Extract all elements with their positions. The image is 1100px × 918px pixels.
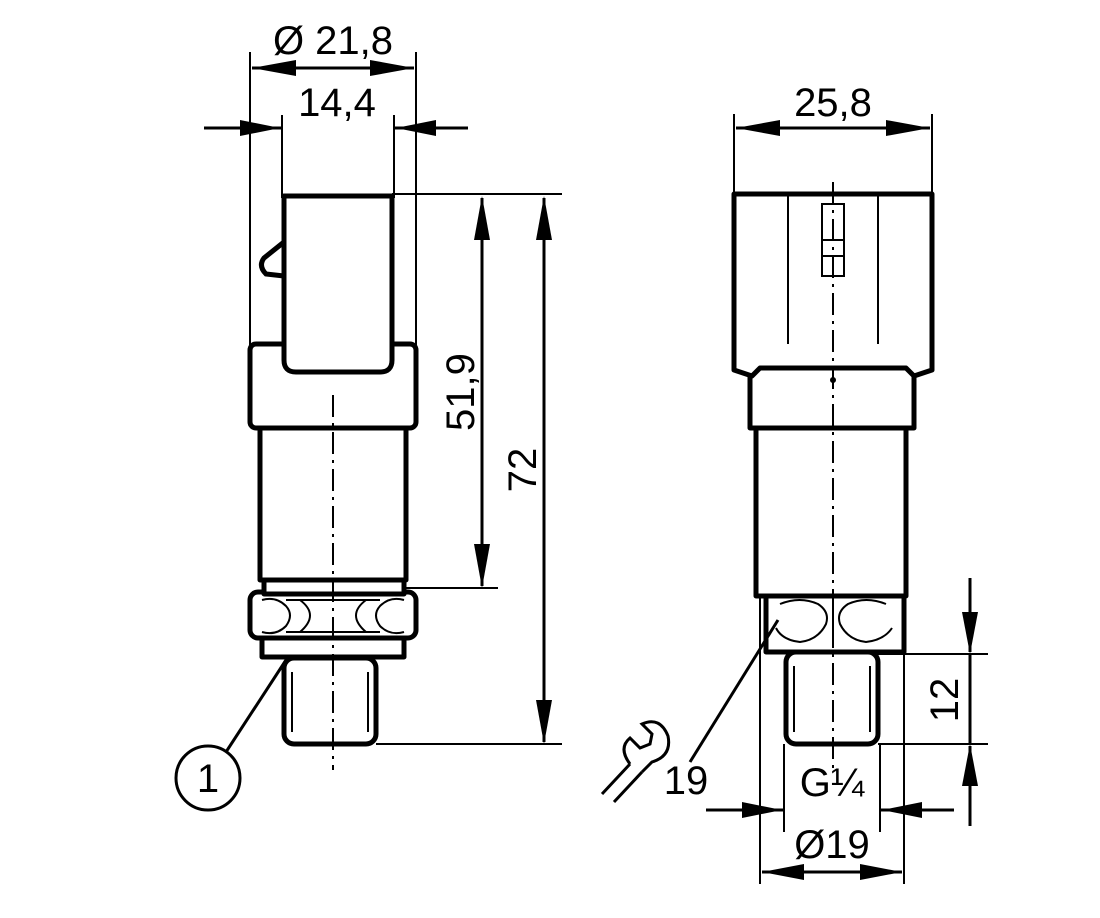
dim-thread: G¼ xyxy=(800,761,865,805)
side-view: Ø 21,8 14,4 51,9 72 1 xyxy=(174,19,562,812)
dim-connector-width: 14,4 xyxy=(298,81,376,125)
callout-label: 1 xyxy=(197,757,219,801)
front-view: 25,8 12 G¼ Ø19 19 xyxy=(600,81,988,884)
dim-collar-diameter: Ø19 xyxy=(794,823,870,867)
dim-overall-length: 72 xyxy=(501,448,545,493)
thread-body-left xyxy=(281,655,379,747)
dim-thread-length: 12 xyxy=(923,678,967,723)
body-right xyxy=(753,423,909,599)
dim-outer-diameter: Ø 21,8 xyxy=(273,19,393,63)
dim-connector-height: 51,9 xyxy=(439,353,483,431)
connector-left xyxy=(281,193,395,375)
wrench-size: 19 xyxy=(664,759,709,803)
latch xyxy=(258,240,286,279)
dim-housing-width: 25,8 xyxy=(794,81,872,125)
callout-circle xyxy=(174,744,242,812)
wrench-icon xyxy=(600,720,671,804)
